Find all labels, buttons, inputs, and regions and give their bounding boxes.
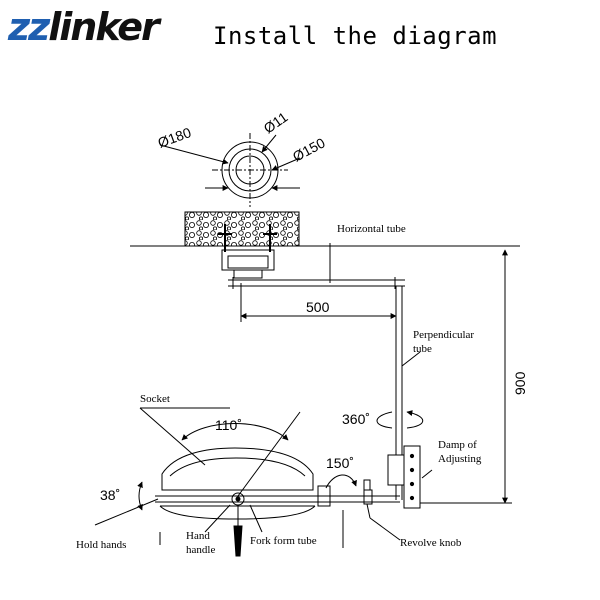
ceiling-flange: [221, 249, 275, 279]
label-perpendicular-2: tube: [413, 343, 432, 355]
angle-150: 150˚: [326, 455, 354, 471]
page-title: Install the diagram: [213, 22, 498, 50]
revolve-knob: [363, 479, 401, 541]
dim-500: 500: [306, 299, 330, 315]
angle-110-arc: [181, 423, 289, 441]
label-hold-hands: Hold hands: [76, 539, 126, 551]
label-damp-2: Adjusting: [438, 453, 482, 465]
label-horizontal-tube: Horizontal tube: [337, 223, 406, 235]
angle-110: 110˚: [215, 417, 242, 433]
angle-360: 360˚: [342, 411, 370, 427]
hand-handle-leader: [204, 504, 231, 533]
label-perpendicular-1: Perpendicular: [413, 329, 474, 341]
rotation-150-arrow: [325, 474, 357, 489]
brand-logo: zzlinker: [8, 5, 160, 49]
damp-adjusting: [387, 445, 433, 509]
dim-d180: Ø180: [156, 124, 194, 151]
socket-leader: [139, 407, 206, 466]
label-socket: Socket: [140, 393, 170, 405]
dim-d11: Ø11: [261, 109, 291, 137]
logo-rest: linker: [48, 5, 160, 49]
logo-prefix: zz: [8, 5, 50, 49]
height-dimension: [420, 249, 512, 504]
angle-38: 38˚: [100, 487, 120, 503]
rotation-360-arrow: [376, 412, 424, 429]
dim-d150: Ø150: [290, 134, 328, 164]
horizontal-tube: [228, 277, 405, 289]
perpendicular-tube: [395, 286, 421, 455]
angle-38-arc: [137, 481, 143, 511]
fork-form-tube: [155, 485, 400, 507]
dim-900: 900: [512, 371, 528, 395]
label-damp-1: Damp of: [438, 439, 477, 451]
label-revolve-knob: Revolve knob: [400, 537, 462, 549]
flange-ring-view: [159, 133, 301, 207]
label-hand-handle-1: Hand: [186, 530, 210, 542]
ceiling-block: [130, 211, 520, 252]
hold-hands-leader: [94, 498, 159, 526]
fork-tube-leader: [249, 504, 263, 533]
label-hand-handle-2: handle: [186, 544, 215, 556]
hand-handle: [231, 492, 245, 557]
label-fork-form-tube: Fork form tube: [250, 535, 317, 547]
